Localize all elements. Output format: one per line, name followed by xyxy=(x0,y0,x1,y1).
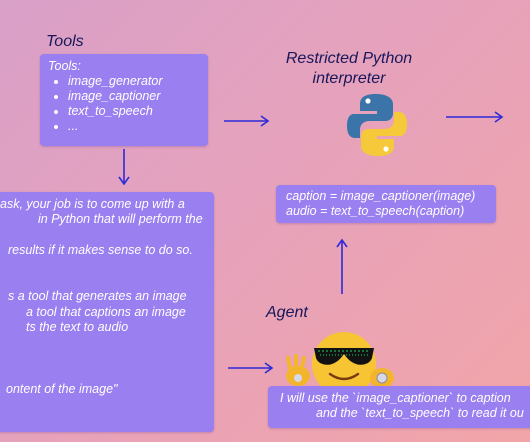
prompt-line: in Python that will perform the xyxy=(38,212,203,227)
prompt-line: ontent of the image" xyxy=(6,381,118,396)
interpreter-title: Restricted Python interpreter xyxy=(260,49,438,89)
tool-item-image-captioner: image_captioner xyxy=(68,89,200,104)
code-line-audio: audio = text_to_speech(caption) xyxy=(286,204,465,218)
arrow-interpreter-output xyxy=(446,111,504,123)
prompt-line: s a tool that generates an image xyxy=(8,289,187,304)
tools-box: Tools: image_generator image_captioner t… xyxy=(40,54,208,146)
prompt-line xyxy=(0,228,214,243)
prompt-line: a tool that captions an image xyxy=(26,304,186,319)
agent-title: Agent xyxy=(266,304,308,321)
prompt-line xyxy=(0,366,214,381)
tools-title: Tools xyxy=(46,33,84,50)
arrow-prompt-to-agent xyxy=(228,362,274,374)
python-logo-icon xyxy=(347,94,407,156)
prompt-line xyxy=(0,259,214,274)
prompt-line xyxy=(0,336,214,351)
prompt-line xyxy=(0,274,214,289)
agent-speech-line1: I will use the `image_captioner` to capt… xyxy=(280,391,511,405)
arrow-tools-to-prompt xyxy=(118,149,130,186)
prompt-box: ask, your job is to come up with a in Py… xyxy=(0,192,214,432)
tool-item-text-to-speech: text_to_speech xyxy=(68,104,200,119)
tool-item-image-generator: image_generator xyxy=(68,74,200,89)
prompt-line xyxy=(0,351,214,366)
prompt-line: ask, your job is to come up with a xyxy=(0,197,185,211)
agent-speech-line2: and the `text_to_speech` to read it ou xyxy=(316,406,524,420)
code-line-caption: caption = image_captioner(image) xyxy=(286,189,476,203)
hugging-face-sunglasses-icon xyxy=(286,332,394,396)
agent-speech-box: I will use the `image_captioner` to capt… xyxy=(268,386,530,428)
prompt-line: ts the text to audio xyxy=(26,320,129,335)
tool-item-more: ... xyxy=(68,119,200,134)
tools-list: image_generator image_captioner text_to_… xyxy=(48,74,200,134)
prompt-line: results if it makes sense to do so. xyxy=(8,243,193,258)
arrow-agent-to-code xyxy=(336,238,348,294)
arrow-tools-to-interpreter xyxy=(224,115,270,127)
code-box: caption = image_captioner(image) audio =… xyxy=(276,185,496,223)
tools-box-heading: Tools: xyxy=(48,59,81,73)
interpreter-title-line2: interpreter xyxy=(312,70,386,87)
interpreter-title-line1: Restricted Python xyxy=(285,50,413,67)
